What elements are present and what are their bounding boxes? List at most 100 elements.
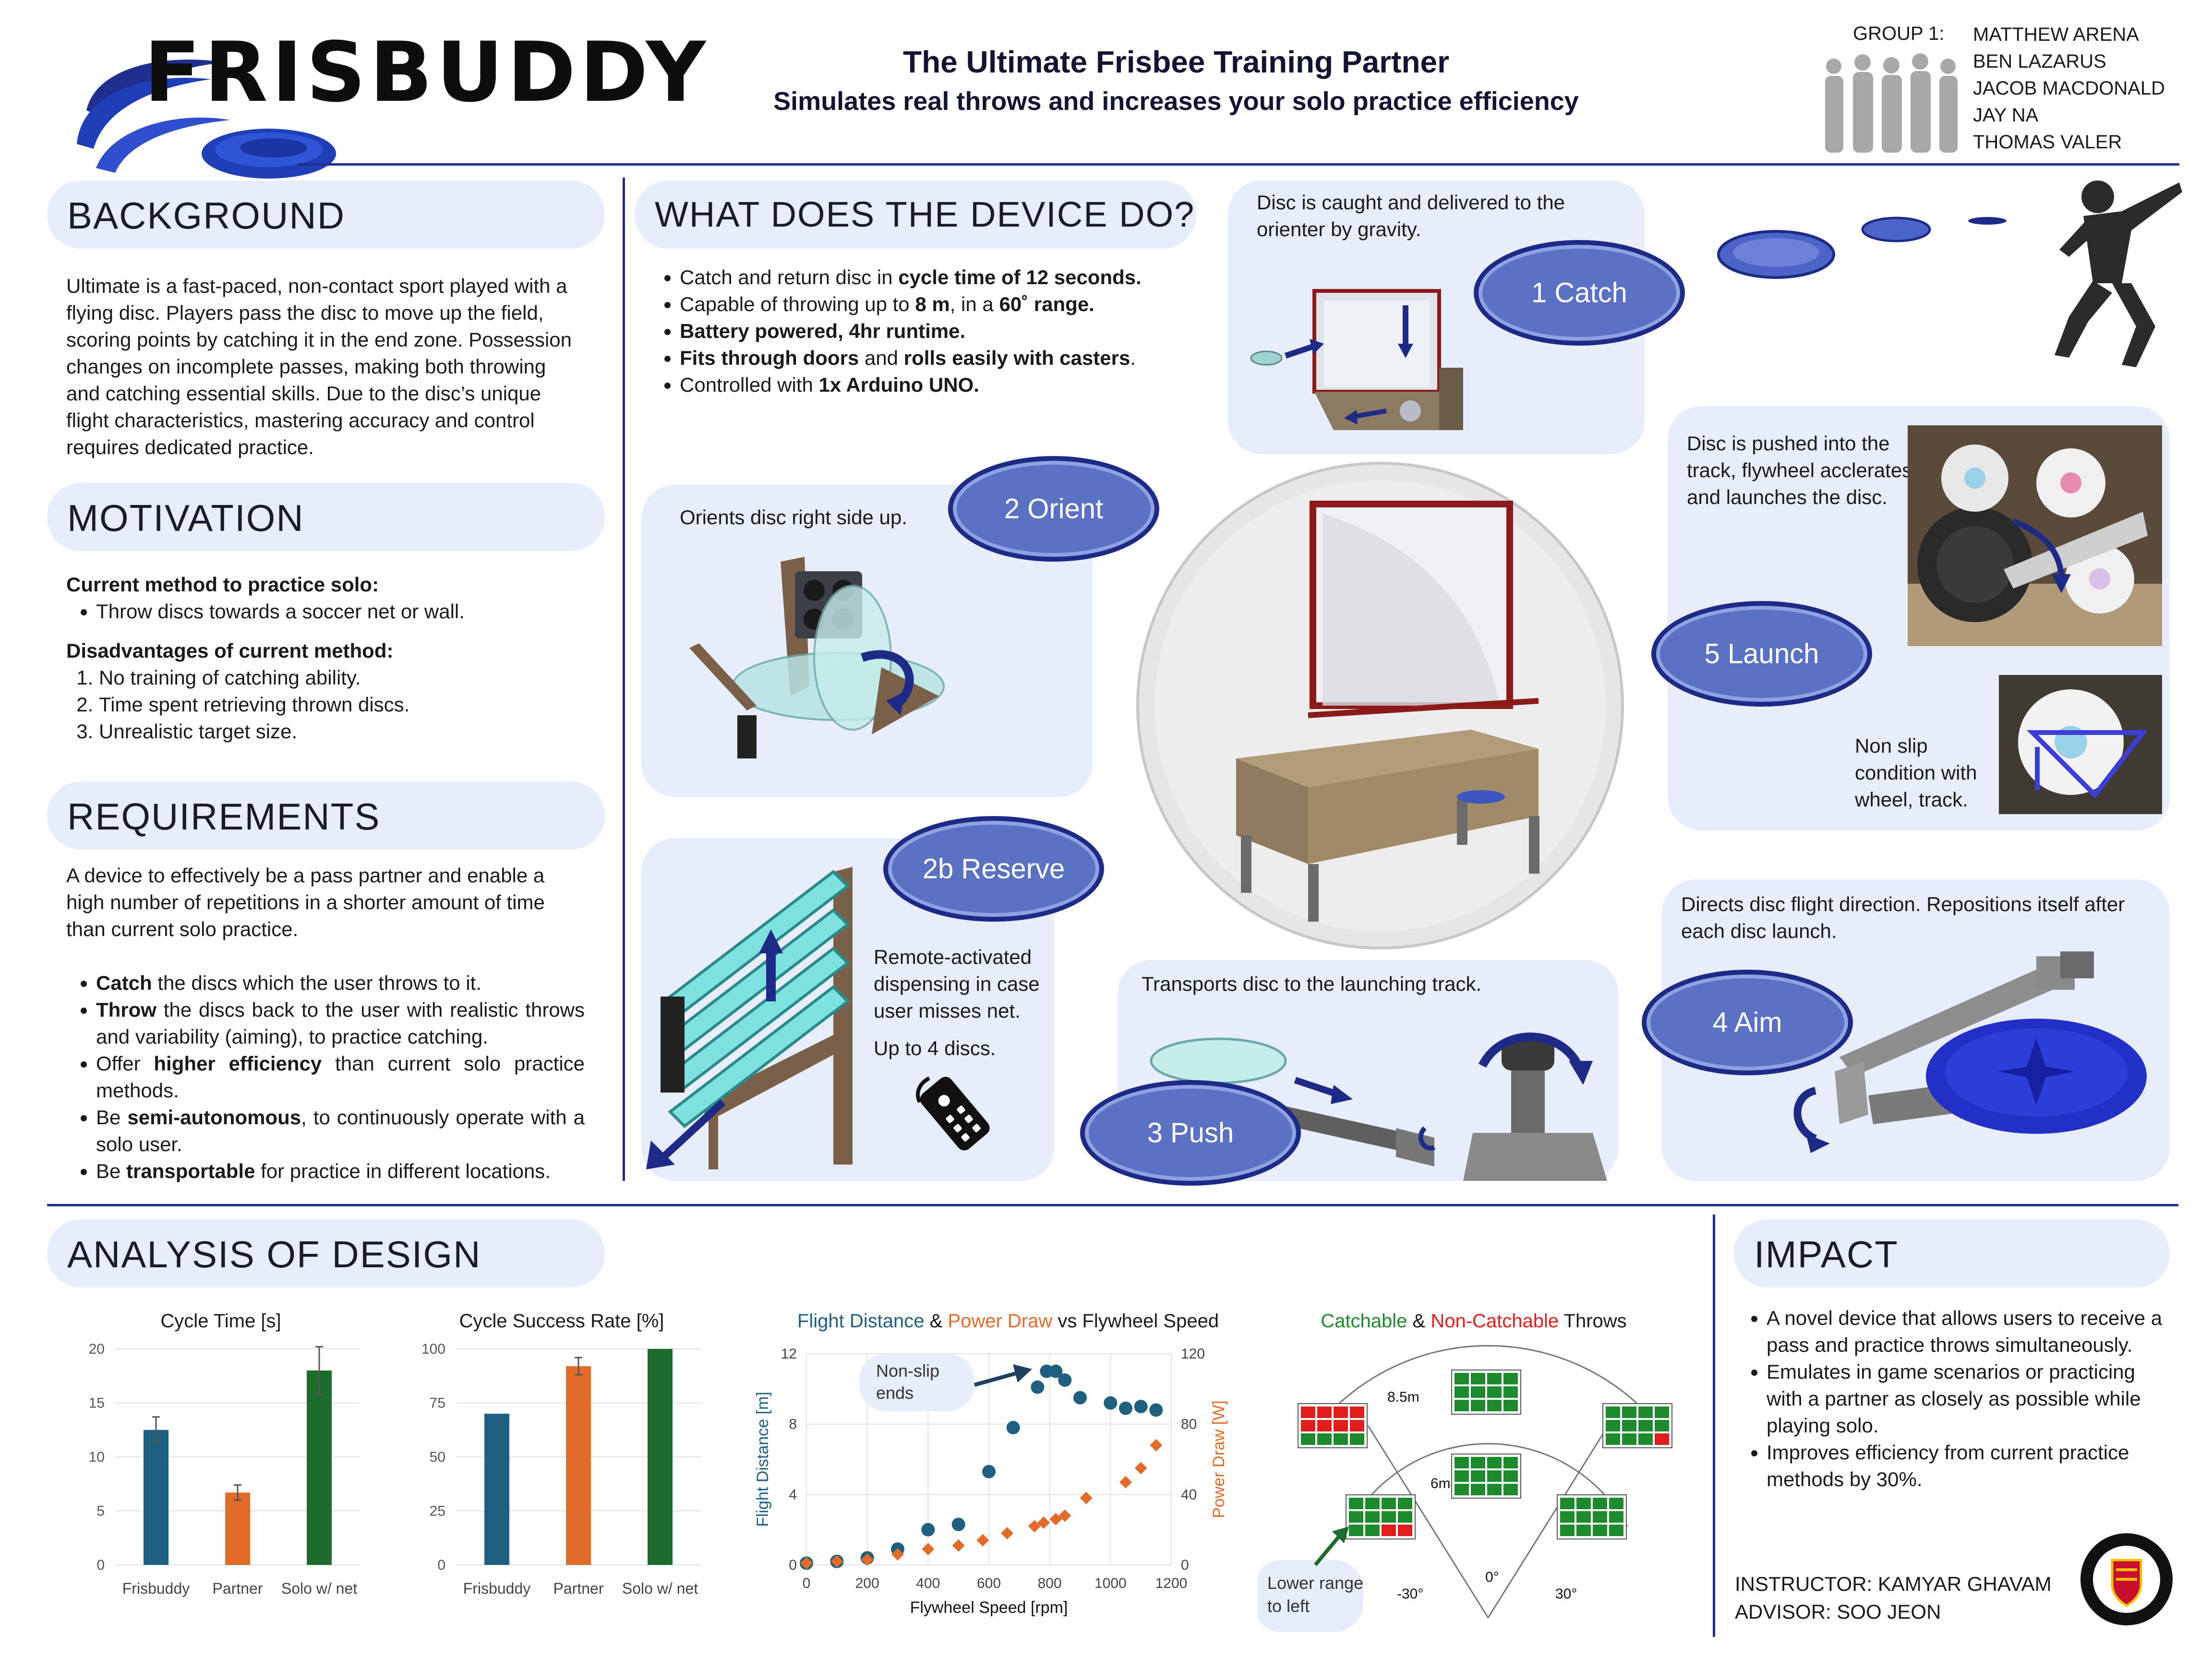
advisor: ADVISOR: SOO JEON: [1735, 1600, 1941, 1623]
annotation-text: Lower range: [1267, 1573, 1363, 1593]
reserve-description: Remote-activated dispensing in case user…: [874, 946, 1040, 1022]
catchable-cell: [1471, 1386, 1485, 1398]
title-catchable: Catchable: [1321, 1310, 1407, 1332]
catchable-cell: [1655, 1407, 1669, 1418]
catch-net-illustration: [1250, 289, 1463, 430]
catchable-cell: [1398, 1498, 1412, 1509]
section-heading: WHAT DOES THE DEVICE DO?: [655, 194, 1195, 234]
point-power: [1134, 1462, 1147, 1475]
catchable-cell: [1622, 1420, 1636, 1431]
catchable-cell: [1622, 1407, 1636, 1418]
x-tick-label: Partner: [553, 1580, 604, 1597]
catchable-cell: [1609, 1511, 1623, 1523]
catch-description: Disc is caught and delivered to the orie…: [1257, 191, 1565, 240]
x-tick-label: 400: [916, 1575, 940, 1591]
section-heading: REQUIREMENTS: [67, 795, 381, 838]
requirements-intro: A device to effectively be a pass partne…: [66, 864, 545, 940]
step-orient-badge: 2 Orient: [948, 456, 1159, 562]
catchable-cell: [1487, 1373, 1502, 1384]
orient-description: Orients disc right side up.: [680, 506, 907, 529]
aim-card: Directs disc flight direction. Repositio…: [1662, 879, 2170, 1181]
point-power: [1119, 1476, 1132, 1489]
title-amp: &: [1407, 1310, 1431, 1332]
point-power: [1028, 1520, 1041, 1533]
badge-ring: [1080, 1080, 1301, 1186]
catchable-cell: [1609, 1525, 1623, 1536]
column-divider: [623, 178, 625, 1181]
catchable-cell: [1349, 1498, 1363, 1509]
annotation-arrowhead: [1332, 1527, 1349, 1543]
catchable-cell: [1382, 1511, 1396, 1523]
chart-title: Cycle Success Rate [%]: [459, 1310, 664, 1332]
machine-render: [1126, 461, 1635, 960]
y-tick-label: 75: [430, 1395, 445, 1411]
noncatchable-cell: [1334, 1420, 1348, 1431]
y2-axis-label: Power Draw [W]: [1210, 1400, 1228, 1518]
list-item: Offer higher efficiency than current sol…: [96, 1050, 585, 1104]
flying-discs-illustration: [1717, 216, 2007, 279]
step-label: 2b Reserve: [922, 853, 1065, 885]
catchable-cell: [1609, 1498, 1623, 1509]
analysis-header: ANALYSIS OF DESIGN: [47, 1219, 605, 1287]
catchable-cell: [1365, 1498, 1380, 1509]
step-label: 1 Catch: [1531, 277, 1627, 309]
point-power: [830, 1555, 843, 1568]
catchable-cell: [1487, 1484, 1502, 1495]
catchable-cell: [1576, 1511, 1591, 1523]
background-text: Ultimate is a fast-paced, non-contact sp…: [66, 275, 572, 458]
y2-tick-label: 120: [1181, 1346, 1205, 1362]
catchable-cell: [1471, 1373, 1485, 1384]
catchable-cell: [1655, 1420, 1669, 1431]
y-tick-label: 15: [89, 1395, 105, 1411]
catchable-cell: [1503, 1400, 1518, 1411]
nonslip-wheel-photo: [1999, 675, 2162, 814]
y2-tick-label: 0: [1181, 1557, 1189, 1573]
step-reserve-badge: 2b Reserve: [883, 816, 1104, 922]
catchable-cell: [1455, 1470, 1469, 1482]
team-silhouettes-icon: [1819, 53, 1963, 154]
point-distance: [1073, 1391, 1087, 1405]
current-method-label: Current method to practice solo:: [66, 573, 379, 596]
page-title: The Ultimate Frisbee Training Partner: [902, 45, 1450, 79]
push-description: Transports disc to the launching track.: [1142, 973, 1482, 995]
logo-text: FRISBUDDY: [144, 24, 710, 120]
angle-label: -30°: [1397, 1586, 1423, 1602]
distance-label: 8.5m: [1387, 1389, 1419, 1405]
x-tick-label: Partner: [213, 1580, 263, 1597]
list-item: Unrealistic target size.: [99, 718, 594, 745]
x-tick-label: 600: [977, 1575, 1001, 1591]
annotation-text: to left: [1267, 1596, 1310, 1616]
point-power: [1037, 1516, 1050, 1529]
distance-label: 6m: [1431, 1476, 1451, 1491]
step-launch-badge: 5 Launch: [1651, 601, 1872, 707]
list-item: Be transportable for practice in differe…: [96, 1158, 585, 1185]
title-rest: Throws: [1559, 1310, 1627, 1332]
catchable-cell: [1487, 1400, 1502, 1411]
member: THOMAS VALER: [1973, 132, 2122, 153]
x-axis-label: Flywheel Speed [rpm]: [910, 1599, 1068, 1617]
point-power: [891, 1548, 904, 1561]
launch-description: Disc is pushed into the track, flywheel …: [1687, 432, 1912, 508]
y-axis-label: Flight Distance [m]: [754, 1392, 772, 1527]
catchable-cell: [1487, 1470, 1502, 1482]
launch-track-photo: [1908, 425, 2162, 646]
catchable-cell: [1593, 1511, 1607, 1523]
bar: [566, 1366, 591, 1565]
x-tick-label: 1000: [1094, 1575, 1127, 1591]
x-tick-label: 800: [1038, 1575, 1062, 1591]
title-rest: vs Flywheel Speed: [1052, 1310, 1219, 1332]
catchable-cell: [1471, 1400, 1485, 1411]
catchable-cell: [1455, 1484, 1469, 1495]
annotation-arrow: [974, 1371, 1019, 1387]
catchable-cell: [1455, 1373, 1469, 1384]
catchable-cell: [1487, 1386, 1502, 1398]
bar: [225, 1492, 250, 1565]
catchable-cell: [1334, 1433, 1348, 1445]
catchable-cell: [1487, 1457, 1502, 1468]
impact-divider: [1713, 1214, 1715, 1637]
bottom-divider: [47, 1204, 2178, 1206]
x-tick-label: 200: [855, 1575, 879, 1591]
y-tick-label: 8: [789, 1417, 797, 1432]
